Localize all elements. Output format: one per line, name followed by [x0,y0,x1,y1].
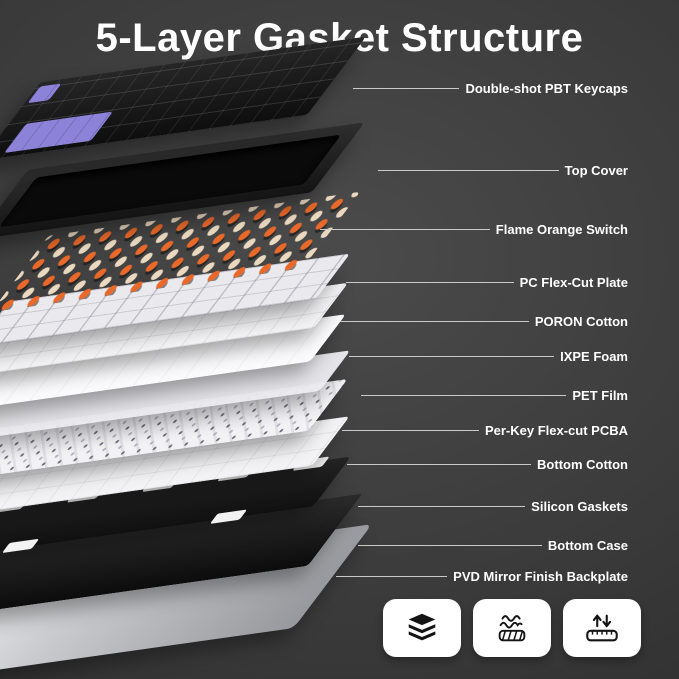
label-row-pc-plate: PC Flex-Cut Plate [345,274,628,290]
badge-layers [383,599,461,657]
layer-label: Double-shot PBT Keycaps [465,80,628,96]
label-row-bottom-cotton: Bottom Cotton [347,456,628,472]
layer-label: Bottom Cotton [537,456,628,472]
leader-line [341,429,479,431]
purple-keycap-cluster [3,111,114,154]
layer-label: Bottom Case [547,537,628,553]
leader-line [345,281,514,283]
leader-line [319,228,490,230]
label-row-keycaps: Double-shot PBT Keycaps [353,80,628,96]
label-row-top-cover: Top Cover [377,162,628,178]
badge-dampening [563,599,641,657]
layer-label: PVD Mirror Finish Backplate [453,568,628,584]
feature-badges [383,599,641,657]
layer-label: PORON Cotton [534,313,628,329]
leader-line [353,87,460,89]
layer-label: PC Flex-Cut Plate [519,274,628,290]
layer-label: Flame Orange Switch [495,221,628,237]
label-row-poron: PORON Cotton [339,313,628,329]
leader-line [377,169,559,171]
purple-keycap-accent [27,83,62,104]
keyboard-dampening-icon [586,614,618,642]
label-row-pet: PET Film [361,387,628,403]
label-row-backplate: PVD Mirror Finish Backplate [336,568,628,584]
leader-line [357,544,542,546]
label-row-ixpe: IXPE Foam [349,348,628,364]
leader-line [358,505,526,507]
label-row-gaskets: Silicon Gaskets [358,498,628,514]
leader-line [336,575,448,577]
layer-label: Silicon Gaskets [531,498,628,514]
layer-label: Per-Key Flex-cut PCBA [484,422,628,438]
layer-label: PET Film [572,387,628,403]
label-row-switch: Flame Orange Switch [319,221,628,237]
label-row-pcba: Per-Key Flex-cut PCBA [341,422,628,438]
badge-gasket-cotton [473,599,551,657]
leader-line [361,394,567,396]
label-row-bottom-case: Bottom Case [357,537,628,553]
leader-line [349,355,555,357]
stacked-layers-icon [408,613,436,641]
leader-line [347,463,532,465]
gasket-cotton-icon [498,615,526,642]
layer-label: IXPE Foam [560,348,628,364]
layer-label: Top Cover [564,162,628,178]
leader-line [339,320,529,322]
